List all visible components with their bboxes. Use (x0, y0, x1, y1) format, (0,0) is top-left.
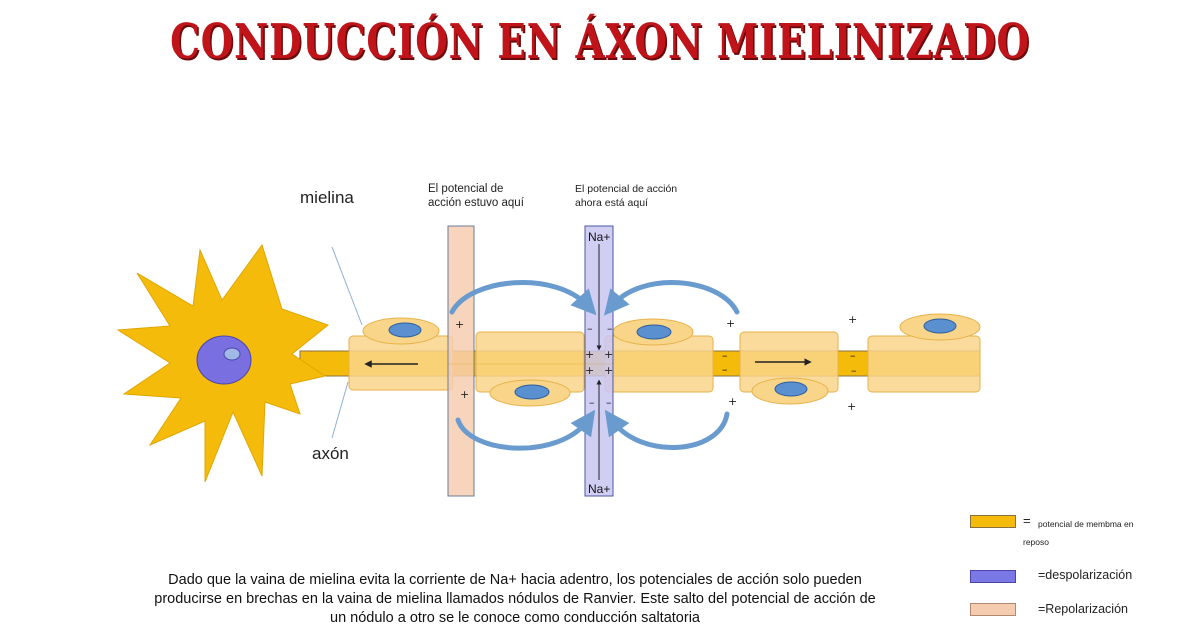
schwann-nucleus (774, 381, 808, 397)
axon-label: axón (312, 444, 349, 463)
minus-sign: – (722, 349, 728, 362)
schwann-nucleus (636, 324, 672, 340)
past-label-line2: acción estuvo aquí (428, 197, 524, 209)
neuron-nucleolus (223, 347, 241, 361)
legend-text-repolarization: =Repolarización (1038, 602, 1128, 616)
current-arrow-top-right (603, 280, 740, 316)
current-arrow-bottom-left (455, 409, 596, 451)
past-label-line1: El potencial de (428, 183, 504, 195)
myelin-segment (867, 335, 981, 393)
plus-sign: + (604, 364, 613, 377)
past-action-potential-label: El potencial de acción estuvo aquí (428, 182, 524, 210)
plus-sign: + (848, 313, 857, 326)
legend-swatch-resting (970, 515, 1016, 528)
minus-sign: – (850, 349, 856, 362)
legend-eq-resting: = (1023, 513, 1031, 528)
neuron-nucleus (196, 335, 252, 385)
plus-sign: + (728, 395, 737, 408)
legend-text-resting-line2: reposo (1023, 537, 1049, 547)
minus-sign: – (606, 396, 612, 409)
now-label-line2: ahora está aquí (575, 197, 648, 209)
minus-sign: – (607, 322, 613, 335)
minus-sign: – (722, 363, 728, 376)
page-title: CONDUCCIÓN EN ÁXON MIELINIZADO (170, 14, 1030, 70)
minus-sign: – (851, 364, 857, 377)
plus-sign: + (585, 364, 594, 377)
plus-sign: + (604, 348, 613, 361)
minus-sign: – (587, 322, 593, 335)
schwann-nucleus (923, 318, 957, 334)
legend-swatch-depolarization (970, 570, 1016, 583)
plus-sign: + (585, 348, 594, 361)
na-top-label: Na+ (588, 230, 611, 244)
plus-sign: + (460, 388, 469, 401)
charge-signs: + + – – + + + + – – + – – + + – – + (455, 313, 857, 413)
current-arrow-top-left (449, 280, 597, 316)
repolarization-band (447, 225, 475, 497)
plus-sign: + (847, 400, 856, 413)
local-current-arrows (449, 280, 740, 451)
schwann-nucleus (388, 322, 422, 338)
plus-sign: + (726, 317, 735, 330)
schwann-nuclei (388, 318, 957, 400)
axon-leader-line (331, 381, 349, 439)
na-bottom-label: Na+ (588, 482, 611, 496)
myelin-leader-line (331, 246, 363, 326)
now-label-line1: El potencial de acción (575, 183, 678, 195)
current-arrow-bottom-right (604, 409, 730, 450)
legend-swatch-repolarization (970, 603, 1016, 616)
legend-text-depolarization: =despolarización (1038, 568, 1133, 582)
legend-text-resting-line1: potencial de membma en (1038, 519, 1134, 529)
myelin-label: mielina (300, 188, 354, 207)
current-action-potential-label: El potencial de acción ahora está aquí (575, 182, 677, 210)
schwann-nucleus (514, 384, 550, 400)
minus-sign: – (589, 396, 595, 409)
caption-text: Dado que la vaina de mielina evita la co… (154, 572, 876, 626)
schwann-cells (362, 313, 981, 407)
plus-sign: + (455, 318, 464, 331)
